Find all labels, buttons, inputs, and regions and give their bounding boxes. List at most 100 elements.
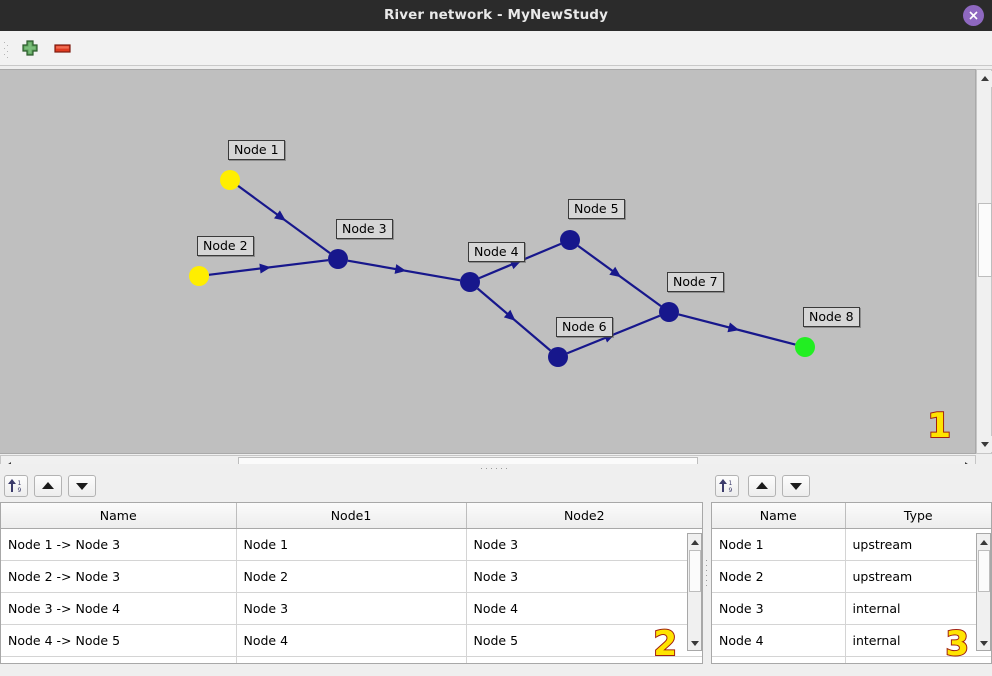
- sort-ascending-icon[interactable]: 1 9: [715, 475, 739, 497]
- table-cell[interactable]: Node 3: [712, 592, 846, 625]
- sort-ascending-icon[interactable]: 1 9: [4, 475, 28, 497]
- table-cell[interactable]: Node 1: [236, 528, 467, 561]
- node-label-node4[interactable]: Node 4: [468, 242, 525, 262]
- column-header-name[interactable]: Name: [712, 503, 846, 529]
- table-cell[interactable]: Node 4: [236, 624, 467, 657]
- horizontal-splitter[interactable]: [0, 464, 992, 472]
- column-header-node1[interactable]: Node1: [236, 503, 467, 529]
- edge-arrow-icon: [609, 266, 622, 278]
- table-cell[interactable]: Node 4: [712, 624, 846, 657]
- table-cell[interactable]: Node 1 -> Node 3: [1, 528, 237, 561]
- move-down-icon[interactable]: [68, 475, 96, 497]
- edge-arrow-icon: [727, 322, 740, 333]
- vertical-splitter[interactable]: [703, 472, 711, 676]
- graph-node-node4[interactable]: [460, 272, 480, 292]
- close-icon[interactable]: [963, 5, 984, 26]
- triangle-down-glyph: [691, 641, 699, 646]
- annotation-2: 2: [652, 624, 678, 664]
- column-header-name[interactable]: Name: [1, 503, 237, 529]
- node-label-node8[interactable]: Node 8: [803, 307, 860, 327]
- move-up-icon[interactable]: [748, 475, 776, 497]
- graph-panel: Node 1 Node 2 Node 3 Node 4 Node 5 Node 6 Node…: [0, 66, 992, 472]
- graph-node-node6[interactable]: [548, 347, 568, 367]
- node-label-node7[interactable]: Node 7: [667, 272, 724, 292]
- svg-text:9: 9: [18, 487, 22, 494]
- links-table-scrollbar[interactable]: [687, 533, 702, 651]
- edge-arrow-icon: [394, 264, 407, 274]
- table-empty-row: [712, 656, 991, 663]
- main-toolbar: [0, 31, 992, 66]
- table-cell-empty: [712, 656, 846, 663]
- node-label-node2[interactable]: Node 2: [197, 236, 254, 256]
- add-icon[interactable]: [19, 37, 41, 59]
- splitter-grip: [481, 467, 511, 470]
- scroll-up-icon[interactable]: [689, 535, 701, 549]
- graph-node-node7[interactable]: [659, 302, 679, 322]
- toolbar-drag-handle[interactable]: [4, 40, 8, 58]
- triangle-down-glyph: [981, 442, 989, 447]
- edge-arrow-icon: [274, 210, 286, 221]
- graph-vscroll-thumb[interactable]: [978, 203, 992, 277]
- graph-vertical-scrollbar[interactable]: [976, 69, 992, 454]
- edge-arrow-icon: [259, 263, 271, 274]
- graph-node-node2[interactable]: [189, 266, 209, 286]
- network-canvas[interactable]: Node 1 Node 2 Node 3 Node 4 Node 5 Node 6 Node…: [0, 69, 976, 454]
- graph-node-node5[interactable]: [560, 230, 580, 250]
- node-label-node5[interactable]: Node 5: [568, 199, 625, 219]
- table-cell[interactable]: upstream: [845, 560, 991, 593]
- node-label-node1[interactable]: Node 1: [228, 140, 285, 160]
- column-header-type[interactable]: Type: [845, 503, 991, 529]
- edge-arrow-icon: [509, 259, 522, 270]
- sort-ascending-glyph: 1 9: [719, 479, 733, 494]
- table-cell[interactable]: Node 3 -> Node 4: [1, 592, 237, 625]
- table-cell[interactable]: Node 4 -> Node 5: [1, 624, 237, 657]
- links-scroll-thumb[interactable]: [689, 550, 701, 592]
- node-label-node3[interactable]: Node 3: [336, 219, 393, 239]
- table-cell[interactable]: Node 2: [712, 560, 846, 593]
- table-cell[interactable]: Node 3: [236, 592, 467, 625]
- graph-node-node1[interactable]: [220, 170, 240, 190]
- nodes-scroll-thumb[interactable]: [978, 550, 990, 592]
- graph-node-node3[interactable]: [328, 249, 348, 269]
- table-cell[interactable]: internal: [845, 624, 991, 657]
- scroll-down-icon[interactable]: [978, 436, 992, 452]
- nodes-table-scrollbar[interactable]: [976, 533, 991, 651]
- scroll-up-icon[interactable]: [978, 535, 990, 549]
- move-down-icon[interactable]: [782, 475, 810, 497]
- scroll-down-icon[interactable]: [689, 635, 701, 649]
- table-cell[interactable]: Node 2: [236, 560, 467, 593]
- graph-node-node8[interactable]: [795, 337, 815, 357]
- node-label-node6[interactable]: Node 6: [556, 317, 613, 337]
- move-up-icon[interactable]: [34, 475, 62, 497]
- table-cell[interactable]: upstream: [845, 528, 991, 561]
- table-cell[interactable]: Node 3: [466, 560, 702, 593]
- table-cell[interactable]: Node 3: [466, 528, 702, 561]
- scroll-up-icon[interactable]: [978, 71, 992, 87]
- table-cell[interactable]: Node 2 -> Node 3: [1, 560, 237, 593]
- column-header-node2[interactable]: Node2: [466, 503, 702, 529]
- table-cell[interactable]: Node 5: [466, 624, 702, 657]
- remove-icon[interactable]: [51, 37, 73, 59]
- triangle-up-glyph: [756, 482, 768, 489]
- table-cell[interactable]: Node 1: [712, 528, 846, 561]
- table-cell[interactable]: Node 4: [466, 592, 702, 625]
- svg-text:1: 1: [18, 480, 22, 487]
- table-cell[interactable]: internal: [845, 592, 991, 625]
- scroll-down-icon[interactable]: [978, 635, 990, 649]
- table-cell-empty: [1, 656, 237, 663]
